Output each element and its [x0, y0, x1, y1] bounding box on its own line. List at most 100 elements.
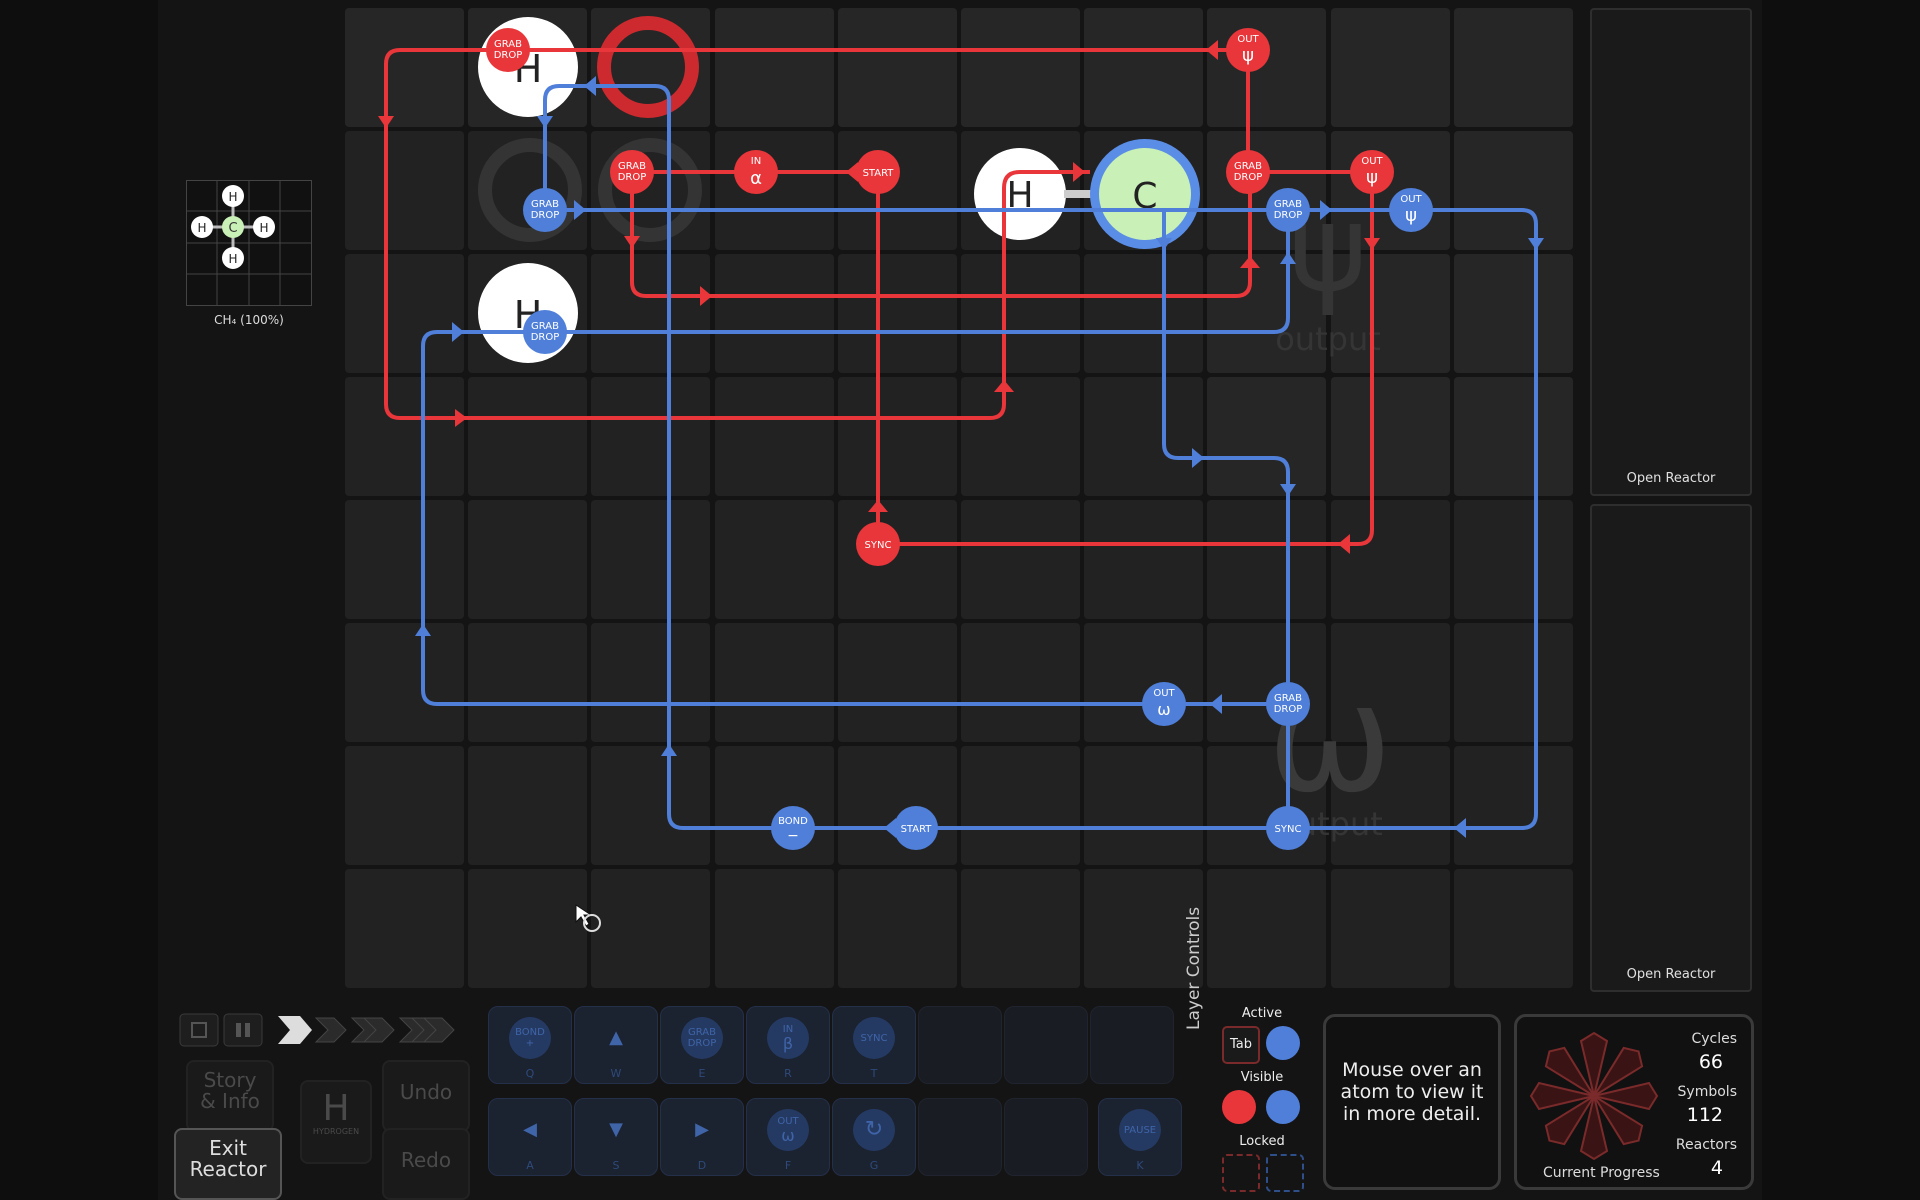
grid-cell[interactable] [345, 623, 464, 742]
red-sync[interactable] [856, 522, 900, 566]
grid-cell[interactable] [468, 869, 588, 988]
grid-cell[interactable] [714, 377, 834, 496]
reactor-grid[interactable] [345, 8, 1577, 992]
blue-grab-drop-4[interactable] [1266, 682, 1310, 726]
grid-cell[interactable] [1084, 500, 1204, 619]
grid-cell[interactable] [837, 869, 957, 988]
blue-sync[interactable] [1266, 806, 1310, 850]
red-grab-drop-2[interactable] [610, 150, 654, 194]
grid-cell[interactable] [591, 254, 711, 373]
play-button[interactable] [314, 1017, 347, 1043]
element-hydrogen-tile[interactable]: H HYDROGEN [300, 1080, 372, 1164]
grid-cell[interactable] [1207, 254, 1327, 373]
grid-cell[interactable] [1453, 377, 1573, 496]
blue-grab-drop-1[interactable] [523, 188, 567, 232]
locked-blue-toggle[interactable] [1266, 1154, 1304, 1192]
stop-button[interactable] [179, 1013, 219, 1047]
grid-cell[interactable] [1330, 377, 1450, 496]
grid-cell[interactable] [1084, 869, 1204, 988]
grid-cell[interactable] [1084, 623, 1204, 742]
tool-bond-plus[interactable]: BOND+Q [488, 1006, 572, 1084]
grid-cell[interactable] [837, 623, 957, 742]
redo-button[interactable]: Redo [382, 1128, 470, 1200]
step-button[interactable] [278, 1016, 312, 1044]
grid-cell[interactable] [1084, 746, 1204, 865]
grid-cell[interactable] [345, 131, 464, 250]
grid-cell[interactable] [1207, 377, 1327, 496]
grid-cell[interactable] [591, 746, 711, 865]
grid-cell[interactable] [714, 131, 834, 250]
blue-bond-minus[interactable] [771, 806, 815, 850]
grid-cell[interactable] [961, 623, 1080, 742]
red-in-alpha[interactable] [734, 150, 778, 194]
grid-cell[interactable] [714, 869, 834, 988]
fast-button[interactable] [350, 1017, 395, 1043]
tab-key-hint[interactable]: Tab [1222, 1026, 1260, 1064]
red-out-psi-1[interactable] [1226, 28, 1270, 72]
grid-cell[interactable] [468, 377, 588, 496]
grid-cell[interactable] [1330, 746, 1450, 865]
grid-cell[interactable] [345, 869, 464, 988]
grid-cell[interactable] [1330, 8, 1450, 127]
grid-cell[interactable] [591, 500, 711, 619]
active-blue-layer[interactable] [1266, 1026, 1300, 1060]
tool-move-down[interactable]: ▼S [574, 1098, 658, 1176]
red-out-psi-2[interactable] [1350, 150, 1394, 194]
grid-cell[interactable] [1207, 746, 1327, 865]
blue-grab-drop-2[interactable] [523, 310, 567, 354]
red-waldo[interactable] [597, 16, 699, 118]
grid-cell[interactable] [1084, 377, 1204, 496]
blue-instructions[interactable]: GRAB DROP GRAB DROP GRAB DROP OUT ψ OUT … [523, 188, 1433, 850]
grid-cell[interactable] [1453, 254, 1573, 373]
grid-cell[interactable] [1207, 500, 1327, 619]
tool-rotate[interactable]: ↻G [832, 1098, 916, 1176]
grid-cell[interactable] [1453, 869, 1573, 988]
blue-start[interactable] [894, 806, 938, 850]
red-instructions[interactable]: GRAB DROP OUT ψ GRAB DROP IN α START GRA… [486, 28, 1394, 566]
blue-out-psi[interactable] [1389, 188, 1433, 232]
grid-cell[interactable] [714, 623, 834, 742]
grid-cell[interactable] [1453, 8, 1573, 127]
open-reactor-panel-1[interactable]: Open Reactor [1590, 8, 1752, 496]
grid-cell[interactable] [714, 500, 834, 619]
grid-cell[interactable] [345, 500, 464, 619]
exit-reactor-button[interactable]: Exit Reactor [174, 1128, 282, 1200]
grid-cell[interactable] [837, 254, 957, 373]
grid-cell[interactable] [1453, 746, 1573, 865]
grid-cell[interactable] [345, 377, 464, 496]
grid-cell[interactable] [961, 746, 1080, 865]
red-grab-drop-1[interactable] [486, 28, 530, 72]
red-start[interactable] [856, 150, 900, 194]
speed-controls[interactable] [178, 1010, 478, 1050]
tool-move-up[interactable]: ▲W [574, 1006, 658, 1084]
grid-cell[interactable] [961, 377, 1080, 496]
tool-move-right[interactable]: ▶D [660, 1098, 744, 1176]
grid-cell[interactable] [591, 377, 711, 496]
grid-cell[interactable] [837, 377, 957, 496]
grid-cell[interactable] [714, 8, 834, 127]
grid-cell[interactable] [1207, 869, 1327, 988]
grid-cell[interactable] [961, 254, 1080, 373]
open-reactor-panel-2[interactable]: Open Reactor [1590, 504, 1752, 992]
grid-cell[interactable] [1207, 131, 1327, 250]
red-grab-drop-3[interactable] [1226, 150, 1270, 194]
atoms-layer[interactable]: H H H C [478, 16, 1200, 363]
grid-cell[interactable] [1084, 254, 1204, 373]
story-info-button[interactable]: Story & Info [186, 1060, 274, 1132]
grid-cell[interactable] [345, 8, 464, 127]
grid-cell[interactable] [714, 746, 834, 865]
grid-cell[interactable] [961, 869, 1080, 988]
grid-cell[interactable] [468, 623, 588, 742]
grid-cell[interactable] [345, 254, 464, 373]
grid-cell[interactable] [468, 746, 588, 865]
grid-cell[interactable] [837, 500, 957, 619]
grid-cell[interactable] [837, 746, 957, 865]
blue-grab-drop-3[interactable] [1266, 188, 1310, 232]
blue-out-omega[interactable] [1142, 682, 1186, 726]
visible-blue-toggle[interactable] [1266, 1090, 1300, 1124]
grid-cell[interactable] [345, 746, 464, 865]
